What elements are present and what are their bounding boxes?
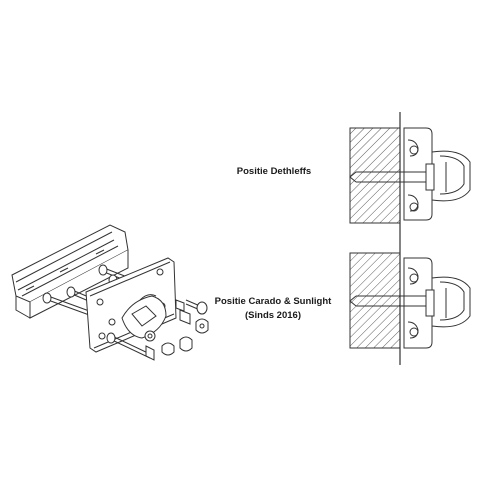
wall-hatched-block: [349, 252, 401, 349]
mounting-rail-profile: [403, 127, 433, 221]
label-position-carado-line2: (Sinds 2016): [245, 310, 301, 321]
label-position-dethleffs: Positie Dethleffs: [236, 166, 312, 177]
cross-section-carado: [349, 238, 471, 365]
socket-part: [121, 294, 167, 339]
cross-section-dethleffs: [349, 112, 471, 238]
label-position-carado: Positie Carado & Sunlight (Sinds 2016): [198, 295, 348, 323]
label-position-carado-line1: Positie Carado & Sunlight: [214, 296, 332, 307]
wall-hatched-block: [349, 127, 401, 224]
bolt-shaft: [356, 171, 426, 183]
nuts-and-caps: [144, 299, 209, 356]
bolt-shaft: [356, 295, 426, 307]
exploded-assembly: [11, 224, 209, 361]
long-bolt: [106, 332, 155, 361]
mounting-plate: [85, 257, 177, 353]
